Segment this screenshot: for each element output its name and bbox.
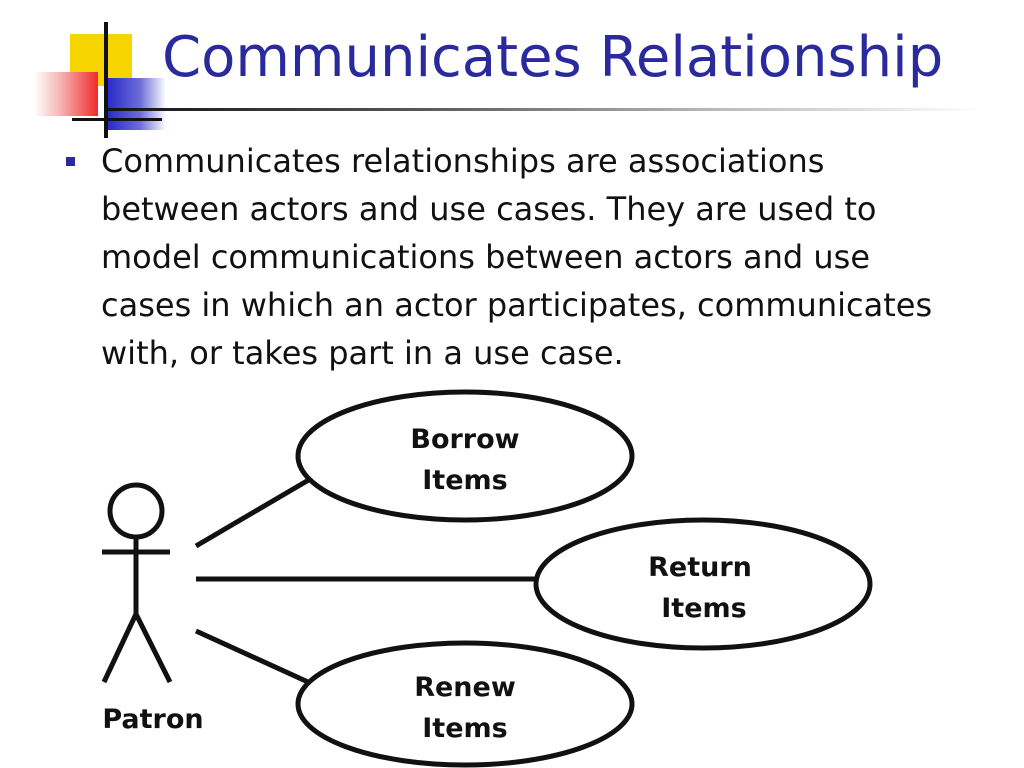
logo-blue-block	[108, 78, 166, 130]
stick-figure-icon	[101, 482, 173, 684]
actor-label: Patron	[102, 704, 203, 735]
title-underline	[104, 108, 984, 111]
use-case-label-line2: Items	[422, 465, 507, 496]
bullet-square-icon	[66, 157, 75, 166]
use-case-label-line2: Items	[661, 593, 746, 624]
logo-red-block	[34, 72, 98, 116]
use-case-label-line1: Return	[648, 552, 752, 583]
bullet-text: Communicates relationships are associati…	[101, 142, 933, 372]
logo-horizontal-line	[72, 118, 162, 121]
use-case-return-items: Return Items	[533, 517, 873, 651]
slide-title: Communicates Relationship	[162, 25, 944, 90]
association-line-borrow	[194, 475, 314, 549]
use-case-renew-items: Renew Items	[295, 640, 635, 768]
logo-vertical-line	[104, 22, 108, 138]
use-case-label-line1: Borrow	[410, 424, 519, 455]
use-case-label-line2: Items	[422, 713, 507, 744]
use-case-borrow-items: Borrow Items	[295, 389, 635, 523]
use-case-label-line1: Renew	[414, 672, 516, 703]
association-line-renew	[194, 628, 310, 685]
